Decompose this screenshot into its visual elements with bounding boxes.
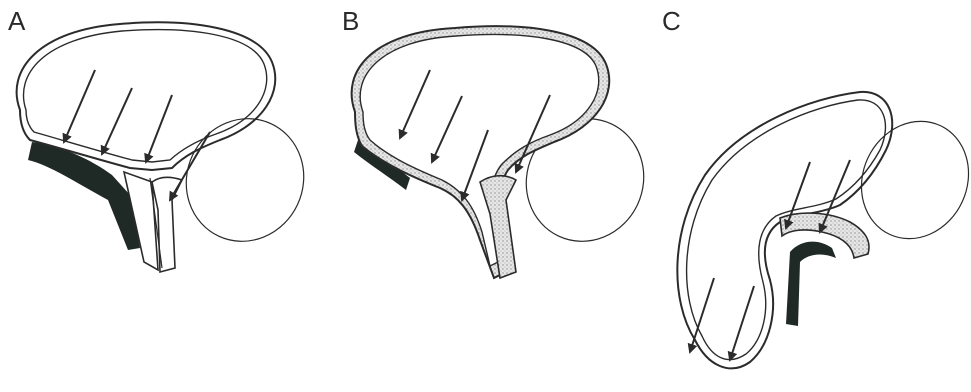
dark-wall <box>786 242 836 326</box>
panel-b-illustration <box>330 0 650 392</box>
kidney-shape <box>166 99 320 260</box>
panel-b: B <box>330 0 650 392</box>
arrow <box>146 95 172 162</box>
panel-c: C <box>650 0 971 392</box>
arrow <box>64 70 95 142</box>
arrow <box>170 132 210 200</box>
bladder-outline-outer <box>17 22 276 170</box>
bladder-outline-inner <box>23 30 266 162</box>
arrow <box>690 278 714 352</box>
panel-c-illustration <box>650 0 971 392</box>
panel-a-illustration <box>0 0 320 392</box>
panel-a: A <box>0 0 320 392</box>
arrow <box>102 88 132 154</box>
